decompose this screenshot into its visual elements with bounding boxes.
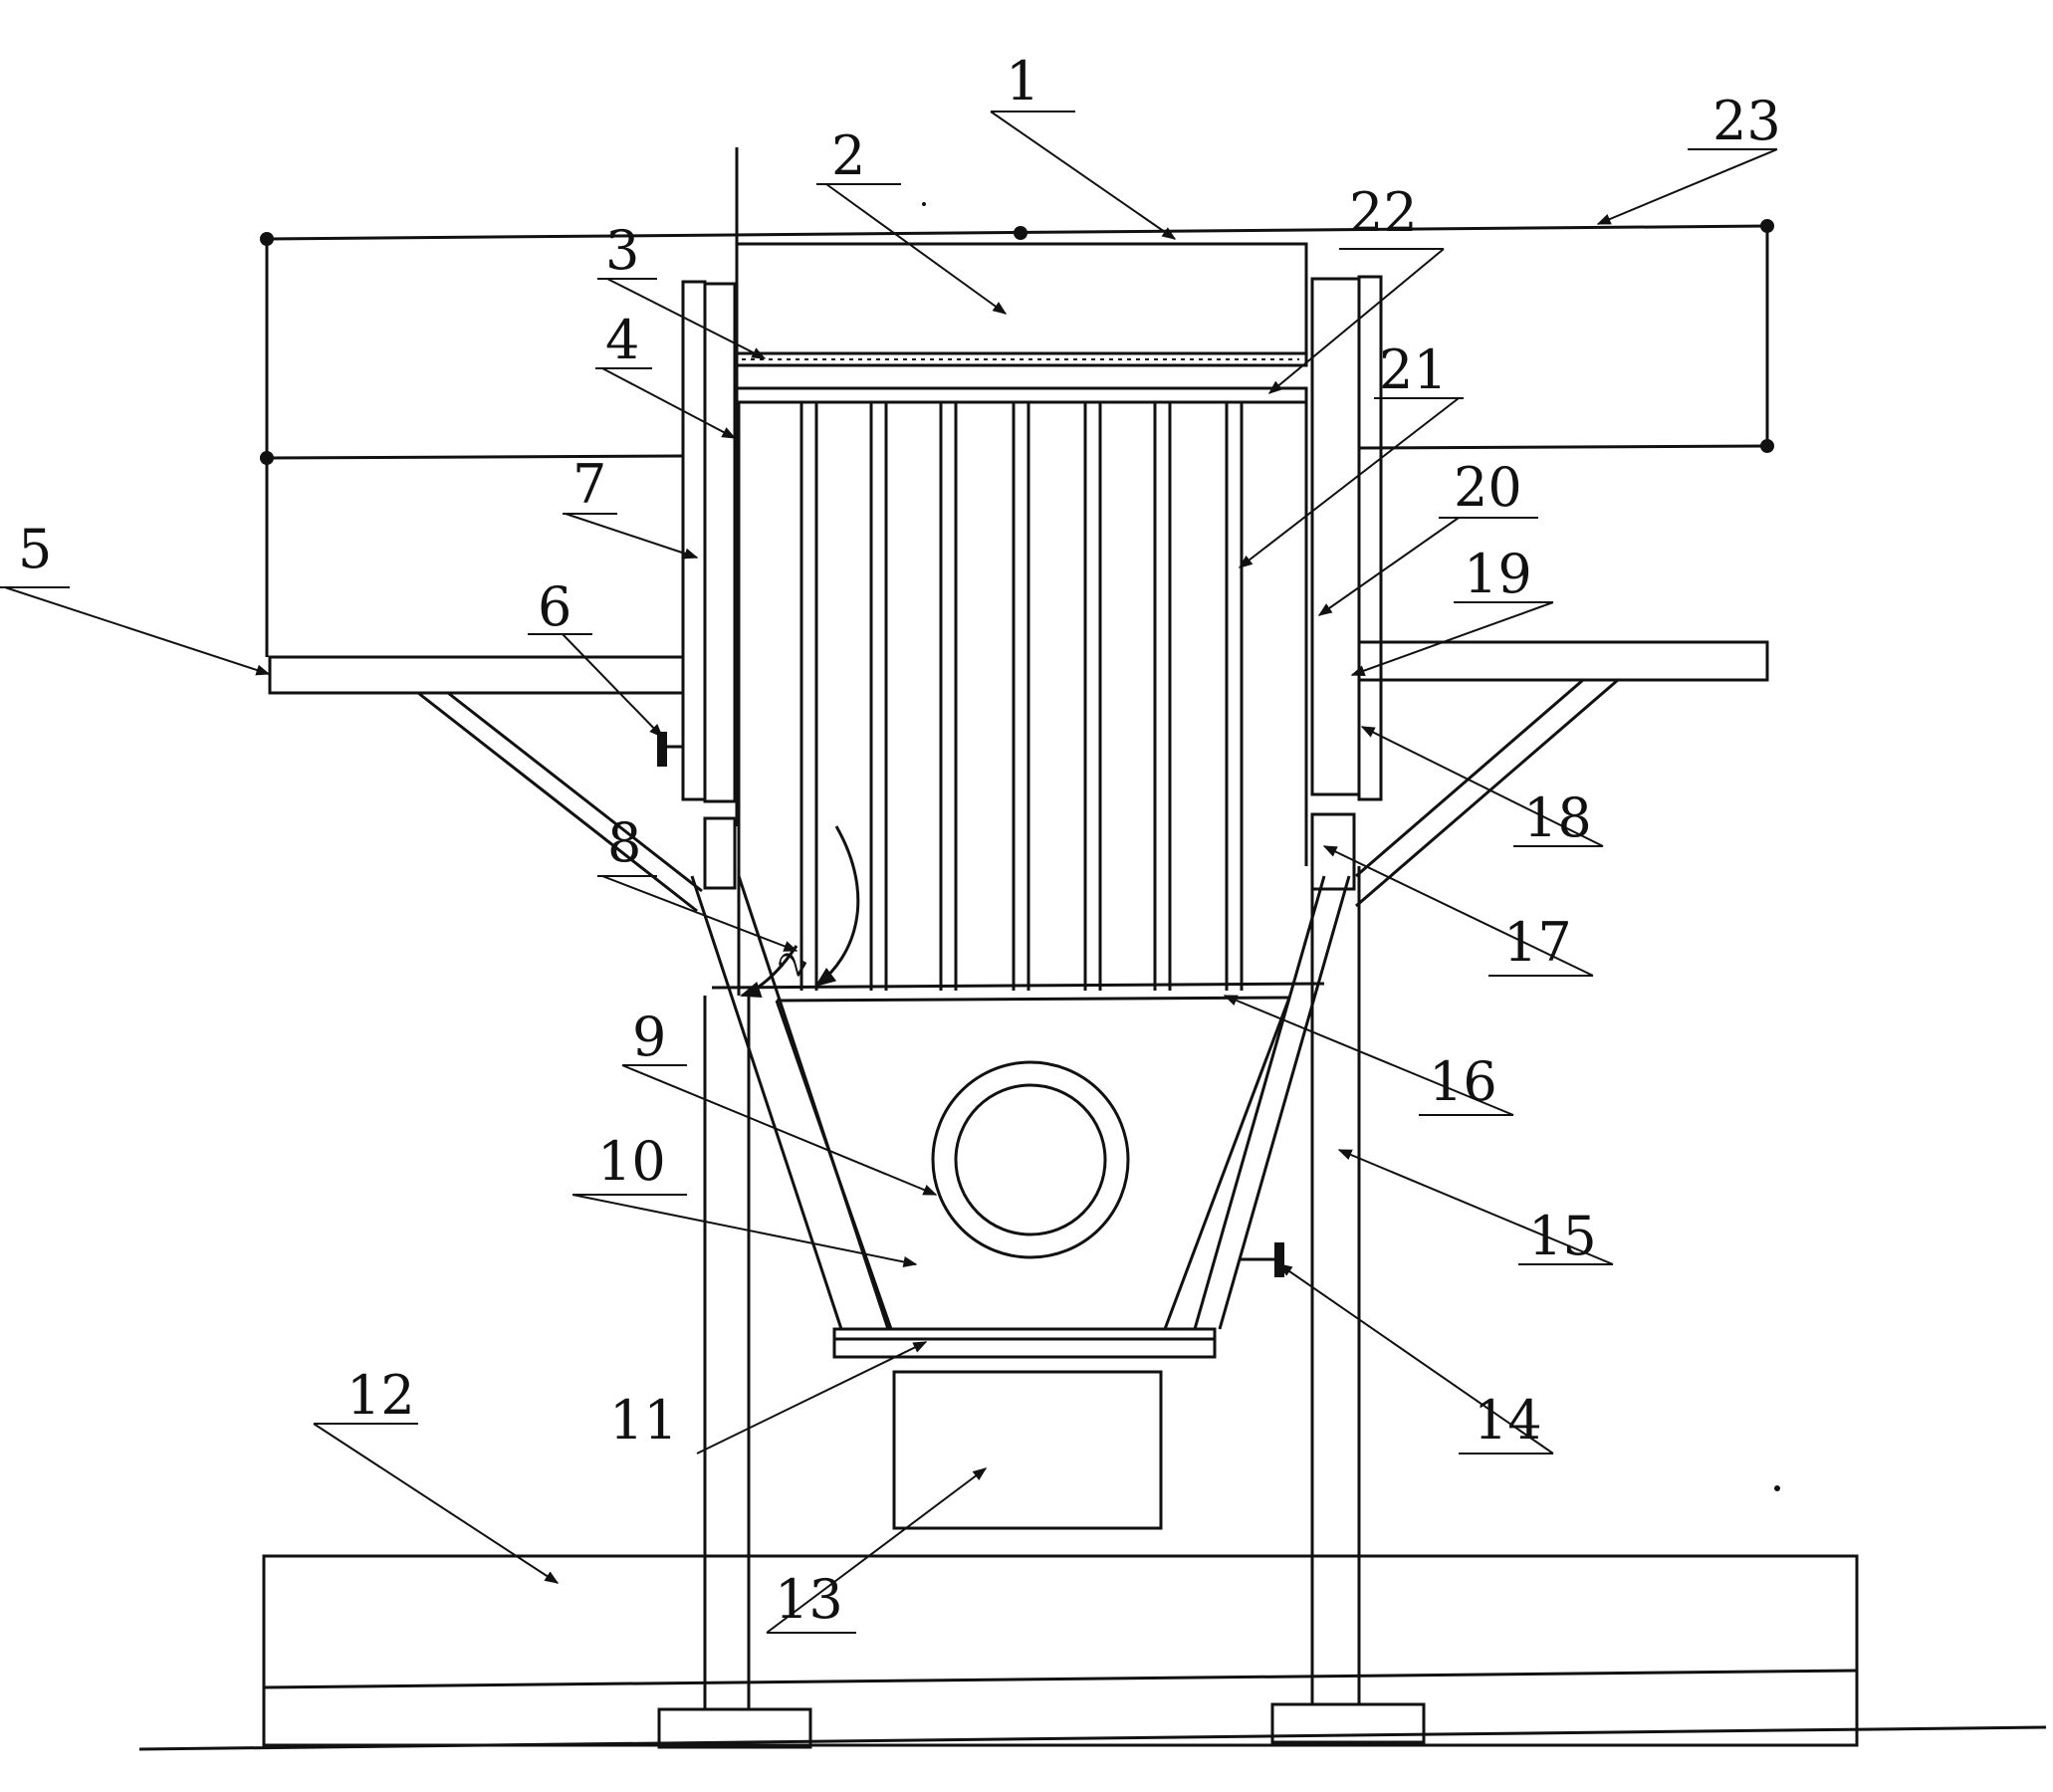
callout-1: 1 [1006,50,1039,112]
left-housing-wall [681,280,737,890]
callout-15: 15 [1528,1205,1597,1267]
callout-14: 14 [1474,1389,1542,1452]
left-fitting [657,732,683,767]
callout-5: 5 [18,518,52,580]
bottom-plate [711,982,1325,1003]
callout-10: 10 [597,1130,666,1193]
callout-23: 23 [1712,90,1781,152]
right-foot-pad [1270,1702,1426,1744]
right-shelf [1355,439,1774,908]
callout-22: 22 [1349,181,1418,244]
filter-plate [735,351,1308,367]
base-frame [262,1554,1859,1747]
callout-2: 2 [831,124,865,187]
discharge-valve [832,1327,1217,1359]
filter-body [737,402,1308,996]
callout-8: 8 [607,811,641,874]
callout-16: 16 [1429,1050,1497,1113]
partition-plate [735,386,1308,404]
stray-dot [922,202,926,206]
stray-dot [1774,1485,1780,1491]
callout-4: 4 [605,309,639,371]
hopper [690,875,1351,1330]
callout-13: 13 [775,1568,843,1631]
callout-19: 19 [1464,543,1532,605]
callout-7: 7 [572,453,606,516]
right-leg [1310,866,1361,1704]
callout-18: 18 [1523,786,1592,849]
callout-20: 20 [1454,456,1522,519]
callout-6: 6 [538,575,571,638]
section-arrows: 2 [740,825,860,998]
callout-12: 12 [346,1364,415,1427]
left-foot-pad [657,1707,812,1749]
callout-17: 17 [1503,911,1572,974]
left-leg [703,996,751,1709]
callout-9: 9 [632,1006,666,1068]
callout-21: 21 [1379,338,1448,401]
right-fitting [1240,1242,1284,1277]
callout-3: 3 [605,219,639,282]
right-housing-wall [1310,275,1383,891]
outlet-port [931,1060,1130,1259]
top-chamber [735,242,1308,355]
top-beam [260,219,1774,657]
collection-box [892,1370,1163,1530]
callout-11: 11 [609,1389,678,1452]
